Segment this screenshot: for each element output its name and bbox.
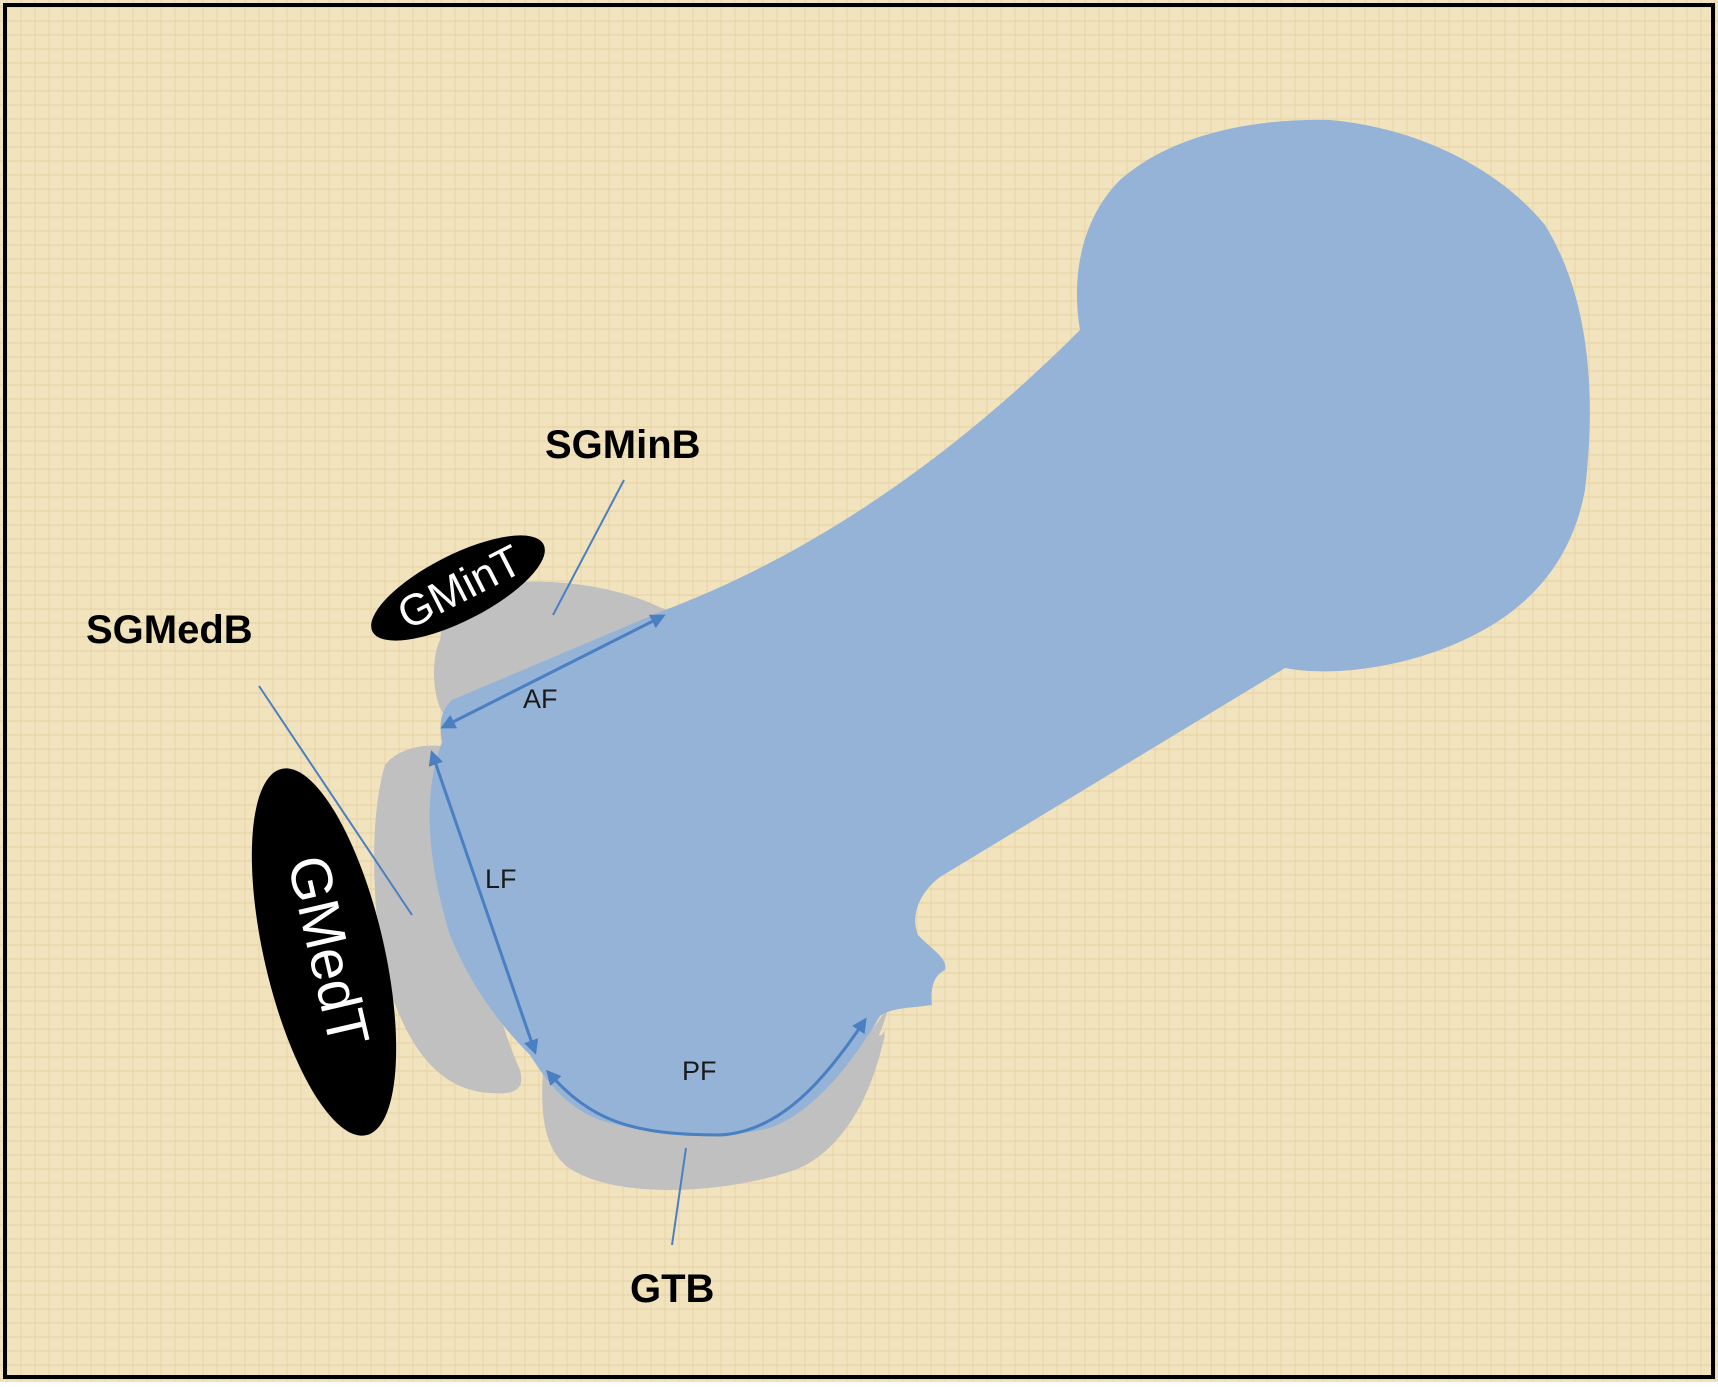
af-label: AF [523, 684, 558, 714]
gtb-label: GTB [630, 1267, 714, 1311]
pf-label: PF [682, 1056, 717, 1086]
sgmedb-label: SGMedB [86, 608, 253, 652]
lf-label: LF [485, 864, 517, 894]
sgminb-label: SGMinB [545, 423, 701, 467]
